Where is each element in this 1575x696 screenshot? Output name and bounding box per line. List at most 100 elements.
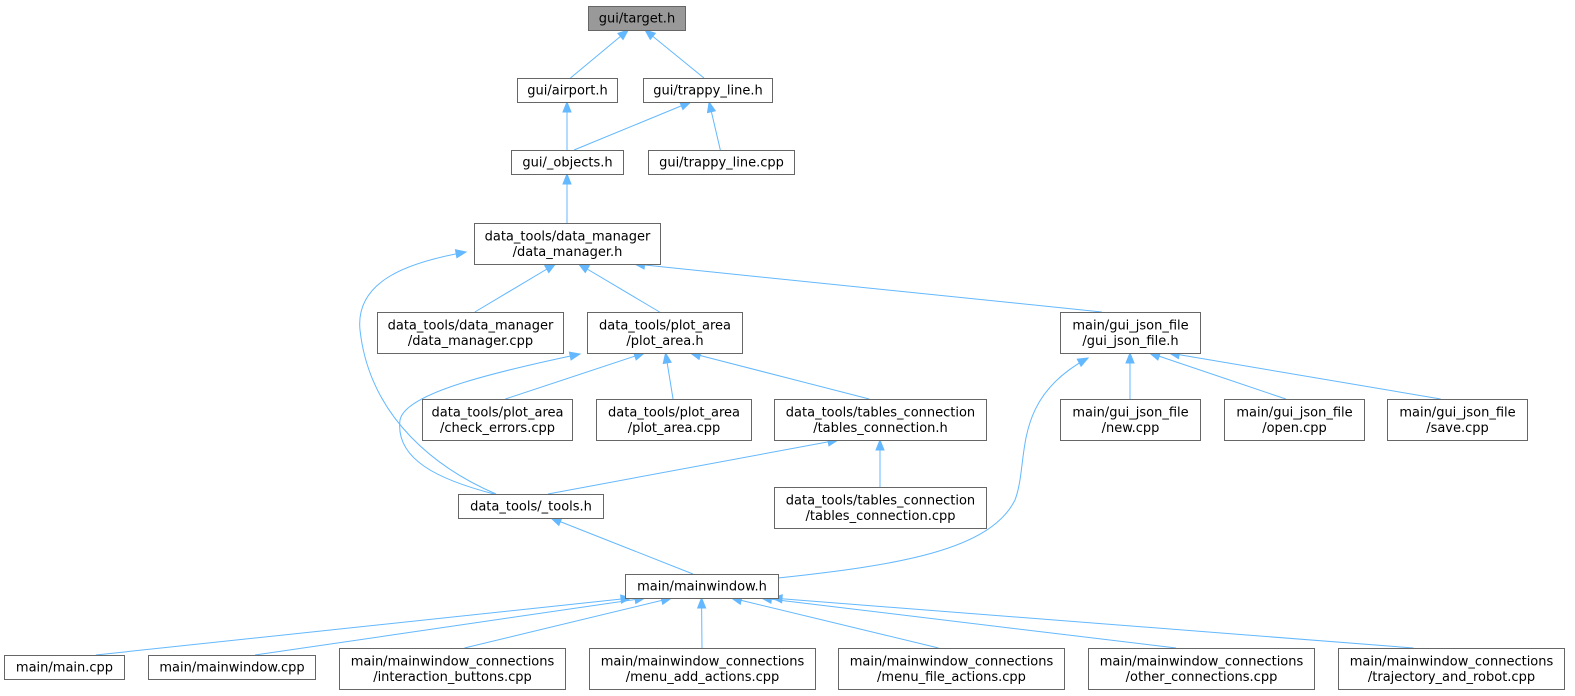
node-box <box>596 399 752 441</box>
edge-tables-connection-h-to-plot-area-h <box>690 352 870 400</box>
node-check-errors-cpp[interactable]: data_tools/plot_area/check_errors.cpp <box>422 399 573 441</box>
node-label-line: /check_errors.cpp <box>440 421 555 436</box>
node-main-cpp[interactable]: main/main.cpp <box>4 655 125 680</box>
node-box <box>458 494 604 519</box>
edge-gui-json-file-h-to-data-manager-h <box>634 263 1102 313</box>
edge-menu-file-actions-cpp-to-mainwindow-h <box>731 597 939 649</box>
node-label-line: gui/trappy_line.h <box>653 84 762 99</box>
edge-tools-h-to-plot-area-h-arrow <box>568 351 582 361</box>
edge-objects-h-to-airport-h-arrow <box>562 100 572 113</box>
node-tables-connection-cpp[interactable]: data_tools/tables_connection/tables_conn… <box>774 487 987 529</box>
node-label-line: /data_manager.h <box>513 245 623 260</box>
node-interaction-buttons-cpp[interactable]: main/mainwindow_connections/interaction_… <box>339 648 566 690</box>
node-box <box>511 150 624 175</box>
node-label-line: main/mainwindow_connections <box>1100 654 1304 669</box>
node-label-line: data_tools/_tools.h <box>470 500 592 515</box>
node-label-line: data_tools/plot_area <box>599 318 731 333</box>
node-box <box>589 648 816 690</box>
node-label-line: /plot_area.cpp <box>628 421 721 436</box>
node-label-line: main/mainwindow_connections <box>1350 654 1554 669</box>
edge-mainwindow-h-to-gui-json-file-h <box>777 357 1089 579</box>
edge-tables-connection-cpp-to-tables-connection-h-arrow <box>875 438 885 451</box>
node-box <box>339 648 566 690</box>
edge-interaction-buttons-cpp-to-mainwindow-h <box>464 597 672 649</box>
node-box <box>588 6 686 31</box>
node-data-manager-cpp[interactable]: data_tools/data_manager/data_manager.cpp <box>377 312 564 354</box>
node-menu-file-actions-cpp[interactable]: main/mainwindow_connections/menu_file_ac… <box>838 648 1065 690</box>
node-airport-h[interactable]: gui/airport.h <box>517 78 618 103</box>
edge-save-cpp-to-gui-json-file-h <box>1169 352 1441 400</box>
node-box <box>422 399 573 441</box>
node-box <box>148 655 316 680</box>
node-label-line: main/gui_json_file <box>1072 405 1188 420</box>
node-box <box>4 655 125 680</box>
node-objects-h[interactable]: gui/_objects.h <box>511 150 624 175</box>
node-label-line: main/main.cpp <box>16 661 113 676</box>
edge-data-manager-h-to-objects-h-arrow <box>562 172 572 185</box>
node-box <box>625 574 779 599</box>
edge-tools-h-to-tables-connection-h <box>547 439 839 495</box>
node-box <box>587 312 743 354</box>
node-box <box>774 399 987 441</box>
edge-tools-h-to-data-manager-h <box>359 251 497 495</box>
node-box <box>1088 648 1315 690</box>
node-other-connections-cpp[interactable]: main/mainwindow_connections/other_connec… <box>1088 648 1315 690</box>
node-menu-add-actions-cpp[interactable]: main/mainwindow_connections/menu_add_act… <box>589 648 816 690</box>
node-box <box>648 150 795 175</box>
node-tables-connection-h[interactable]: data_tools/tables_connection/tables_conn… <box>774 399 987 441</box>
edge-mainwindow-h-to-tools-h <box>550 517 694 575</box>
edge-trappy-line-h-to-target-h-arrow <box>643 29 657 41</box>
node-save-cpp[interactable]: main/gui_json_file/save.cpp <box>1387 399 1528 441</box>
edge-airport-h-to-target-h-arrow <box>617 29 630 41</box>
node-plot-area-h[interactable]: data_tools/plot_area/plot_area.h <box>587 312 743 354</box>
node-label-line: /open.cpp <box>1262 421 1327 436</box>
node-label-line: gui/trappy_line.cpp <box>659 156 784 171</box>
edge-trappy-line-h-to-target-h <box>644 29 705 79</box>
edge-data-manager-cpp-to-data-manager-h-arrow <box>543 263 557 274</box>
node-data-manager-h[interactable]: data_tools/data_manager/data_manager.h <box>474 223 661 265</box>
edge-data-manager-cpp-to-data-manager-h <box>474 263 556 313</box>
node-label-line: main/mainwindow.cpp <box>159 661 304 676</box>
node-box <box>643 78 773 103</box>
node-tools-h[interactable]: data_tools/_tools.h <box>458 494 604 519</box>
edge-trajectory-and-robot-cpp-to-mainwindow-h <box>771 597 1414 649</box>
edge-plot-area-cpp-to-plot-area-h-arrow <box>662 351 672 365</box>
node-label-line: /save.cpp <box>1426 421 1489 436</box>
node-label-line: main/mainwindow.h <box>637 580 767 595</box>
node-label-line: main/gui_json_file <box>1399 405 1515 420</box>
edge-main-cpp-to-mainwindow-h <box>95 597 632 656</box>
edge-layer <box>95 29 1441 656</box>
node-trappy-line-h[interactable]: gui/trappy_line.h <box>643 78 773 103</box>
node-open-cpp[interactable]: main/gui_json_file/open.cpp <box>1224 399 1365 441</box>
node-target-h[interactable]: gui/target.h <box>588 6 686 31</box>
node-label-line: /new.cpp <box>1102 421 1160 436</box>
node-label-line: /plot_area.h <box>626 334 703 349</box>
node-new-cpp[interactable]: main/gui_json_file/new.cpp <box>1060 399 1201 441</box>
edge-open-cpp-to-gui-json-file-h <box>1149 352 1286 400</box>
edge-tools-h-to-data-manager-h-arrow <box>454 249 468 259</box>
node-label-line: /menu_file_actions.cpp <box>877 670 1026 685</box>
node-mainwindow-cpp[interactable]: main/mainwindow.cpp <box>148 655 316 680</box>
edge-check-errors-cpp-to-plot-area-h <box>505 352 645 400</box>
node-label-line: main/mainwindow_connections <box>601 654 805 669</box>
node-trappy-line-cpp[interactable]: gui/trappy_line.cpp <box>648 150 795 175</box>
node-box <box>1338 648 1565 690</box>
node-trajectory-and-robot-cpp[interactable]: main/mainwindow_connections/trajectory_a… <box>1338 648 1565 690</box>
edge-menu-add-actions-cpp-to-mainwindow-h-arrow <box>696 596 707 609</box>
edge-tools-h-to-plot-area-h <box>399 353 581 495</box>
node-label-line: gui/_objects.h <box>522 156 612 171</box>
node-label-line: /data_manager.cpp <box>408 334 533 349</box>
node-label-line: gui/target.h <box>599 12 675 27</box>
node-mainwindow-h[interactable]: main/mainwindow.h <box>625 574 779 599</box>
node-layer: gui/target.h gui/airport.h gui/trappy_line… <box>4 6 1565 690</box>
node-box <box>774 487 987 529</box>
edge-plot-area-h-to-data-manager-h <box>578 263 660 313</box>
node-gui-json-file-h[interactable]: main/gui_json_file/gui_json_file.h <box>1060 312 1201 354</box>
node-box <box>474 223 661 265</box>
edge-plot-area-h-to-data-manager-h-arrow <box>577 263 591 274</box>
node-plot-area-cpp[interactable]: data_tools/plot_area/plot_area.cpp <box>596 399 752 441</box>
node-label-line: main/mainwindow_connections <box>850 654 1054 669</box>
node-label-line: /trajectory_and_robot.cpp <box>1368 670 1535 685</box>
edge-mainwindow-h-to-gui-json-file-h-arrow <box>1076 357 1090 368</box>
edge-other-connections-cpp-to-mainwindow-h <box>761 597 1177 649</box>
